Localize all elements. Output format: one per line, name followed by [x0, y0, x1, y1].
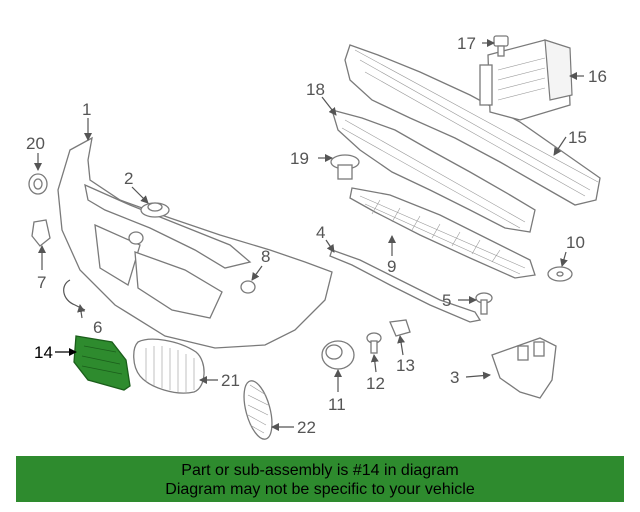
part-9-grille-mesh: [349, 187, 536, 279]
callout-6: 6: [93, 318, 102, 337]
part-11-cap: [321, 340, 355, 370]
callout-11: 11: [328, 395, 346, 414]
callout-3: 3: [450, 368, 459, 387]
callout-20: 20: [26, 134, 45, 153]
callout-19: 19: [290, 149, 309, 168]
part-7-bracket: [31, 219, 51, 247]
callout-17: 17: [457, 34, 476, 53]
part-13-nut-clip: [389, 319, 411, 337]
part-1-bumper-cover: [57, 136, 333, 349]
banner-line-2: Diagram may not be specific to your vehi…: [165, 481, 475, 498]
callout-16: 16: [588, 67, 607, 86]
callout-8: 8: [261, 247, 270, 266]
callout-9: 9: [387, 257, 396, 276]
callout-4: 4: [316, 223, 325, 242]
callout-labels: 1 2 3 4 5 6 7 8 9 10 11 12 13 14 15 16 1…: [26, 34, 607, 437]
part-3-bracket: [491, 337, 557, 399]
callout-2: 2: [124, 169, 133, 188]
part-22-fog-lamp-grille: [243, 380, 273, 440]
callout-18: 18: [306, 80, 325, 99]
part-14-license-bracket: [73, 335, 131, 391]
callout-7: 7: [37, 273, 46, 292]
part-2-grommet: [140, 202, 170, 218]
callout-15: 15: [568, 128, 587, 147]
part-4-trim-strip: [329, 249, 482, 323]
part-6-hook: [63, 279, 86, 311]
leader-lines: [34, 39, 584, 431]
part-21-kidney-grille: [133, 338, 205, 394]
info-banner: Part or sub-assembly is #14 in diagram D…: [16, 456, 624, 502]
callout-12: 12: [366, 374, 385, 393]
part-19-clip: [330, 154, 360, 180]
part-12-clip: [366, 332, 382, 354]
callout-22: 22: [297, 418, 316, 437]
part-5-bolt: [475, 292, 493, 315]
part-15-reinforcement-beam: [344, 44, 601, 206]
part-8-plug: [240, 280, 256, 294]
part-10-washer: [547, 266, 573, 282]
banner-line-1: Part or sub-assembly is #14 in diagram: [181, 462, 459, 479]
part-18-absorber: [331, 109, 536, 233]
callout-10: 10: [566, 233, 585, 252]
callout-13: 13: [396, 356, 415, 375]
part-17-bolt: [493, 35, 509, 57]
part-20-washer: [28, 173, 48, 195]
part-16-bracket: [479, 39, 573, 121]
callout-21: 21: [221, 371, 240, 390]
callout-5: 5: [442, 291, 451, 310]
callout-14: 14: [34, 343, 53, 362]
parts-diagram: 1 2 3 4 5 6 7 8 9 10 11 12 13 14 15 16 1…: [26, 34, 607, 440]
callout-1: 1: [82, 100, 91, 119]
